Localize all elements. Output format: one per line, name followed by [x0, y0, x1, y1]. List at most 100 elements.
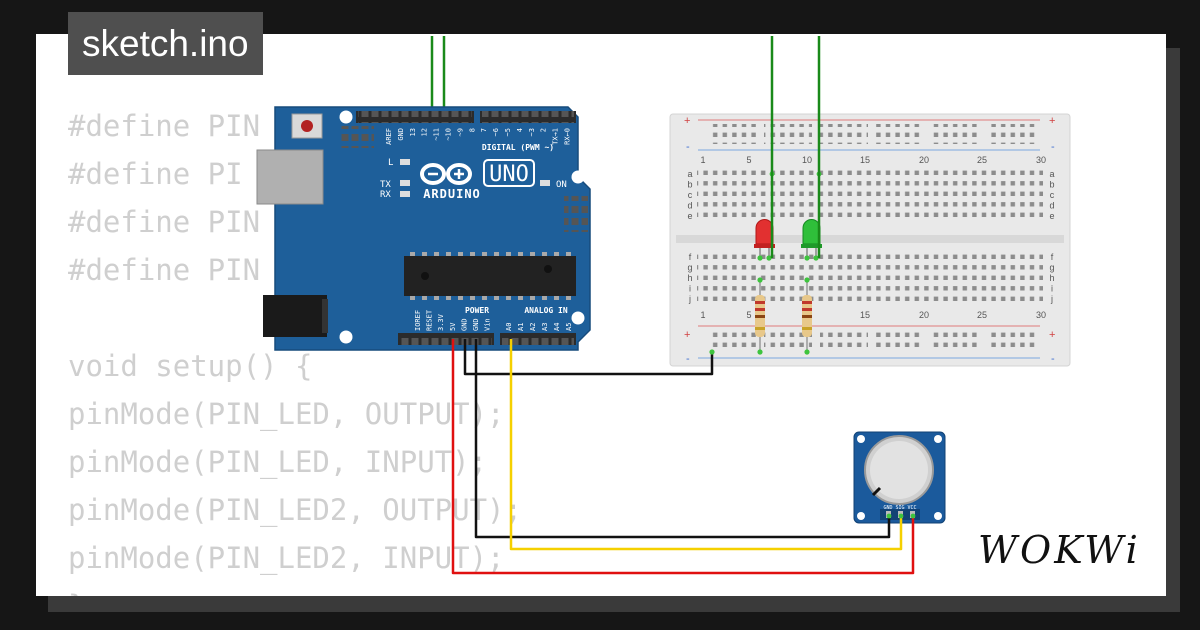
pin-label: 4 [516, 128, 524, 132]
breadboard-row-label: f [689, 252, 692, 262]
breadboard-row-label: e [687, 211, 692, 221]
breadboard-row-label: f [1051, 252, 1054, 262]
pin-label: RX←0 [564, 128, 572, 145]
code-line: #define PIN [68, 109, 261, 143]
arduino-logo [420, 163, 472, 185]
pin-label: Vin [484, 318, 492, 331]
pin-label: 12 [421, 128, 429, 136]
potentiometer[interactable]: GND SIG VCC [853, 431, 946, 524]
rail-plus-bottom-left: + [684, 329, 690, 341]
pin-label: 8 [468, 128, 476, 132]
arduino-uno[interactable]: UNO ARDUINO DIGITAL (PWM ~) ON L TX RX P… [256, 106, 591, 351]
breadboard-row-label: i [1051, 284, 1053, 294]
code-line: void setup() { [68, 349, 313, 383]
pin-label: 5V [449, 322, 457, 331]
code-line: #define PIN [68, 205, 261, 239]
pin-label: A2 [529, 323, 537, 331]
breadboard-row-label: i [689, 284, 691, 294]
breadboard-row-label: b [687, 180, 692, 190]
pin-label: A3 [541, 323, 549, 331]
breadboard-column-label: 20 [919, 155, 929, 165]
breadboard-row-label: h [1049, 273, 1054, 283]
resistor-2[interactable] [802, 280, 812, 352]
label-tx: TX [380, 180, 391, 190]
breadboard-row-label: c [688, 190, 693, 200]
pin-label: RESET [426, 309, 434, 331]
pin-label: 3.3V [437, 313, 445, 331]
code-line: } [68, 582, 522, 596]
label-digital: DIGITAL (PWM ~) [482, 143, 554, 152]
wire-black-gnd-breadboard [463, 339, 714, 376]
wire-red-5v [451, 339, 915, 575]
breadboard-column-label: 15 [860, 310, 870, 320]
rail-plus-bottom-right: + [1049, 329, 1055, 341]
pin-label: ~11 [433, 128, 441, 141]
rail-minus-bottom-right: - [1051, 353, 1055, 365]
pin-label: ~6 [492, 128, 500, 136]
code-line: #define PIN [68, 253, 261, 287]
pin-label: ~9 [456, 128, 464, 136]
breadboard-column-label: 25 [977, 155, 987, 165]
power-jack [263, 295, 327, 337]
breadboard-column-label: 30 [1036, 155, 1046, 165]
code-line: pinMode(PIN_LED, OUTPUT); [68, 397, 505, 431]
rail-plus-top-left: + [684, 115, 690, 127]
pin-label: ~3 [528, 128, 536, 136]
breadboard-row-label: e [1049, 211, 1054, 221]
board-logo-text: ARDUINO [423, 187, 481, 201]
pin-label: 13 [409, 128, 417, 136]
wire-yellow-signal [509, 339, 903, 551]
breadboard-column-label: 25 [977, 310, 987, 320]
breadboard-column-label: 30 [1036, 310, 1046, 320]
label-analog: ANALOG IN [524, 306, 568, 315]
pin-label: GND [397, 128, 405, 141]
label-power: POWER [465, 306, 489, 315]
label-on: ON [556, 180, 567, 190]
label-l: L [388, 158, 393, 168]
breadboard-row-label: g [687, 263, 692, 273]
pin-label: 2 [540, 128, 548, 132]
pin-label: AREF [385, 128, 393, 145]
breadboard-row-label: d [687, 201, 692, 211]
rail-minus-top-right: - [1051, 141, 1055, 153]
breadboard-row-label: d [1049, 201, 1054, 211]
breadboard-row-label: h [687, 273, 692, 283]
code-line: pinMode(PIN_LED, INPUT); [68, 445, 488, 479]
breadboard-column-label: 10 [802, 155, 812, 165]
pin-label: GND [472, 318, 480, 331]
breadboard: + + + + - - - - 115510101515202025253030… [669, 113, 1071, 367]
rail-plus-top-right: + [1049, 115, 1055, 127]
code-line: #define PI [68, 157, 243, 191]
pin-label: 7 [480, 128, 488, 132]
breadboard-column-label: 1 [700, 310, 705, 320]
breadboard-row-label: j [688, 294, 691, 304]
code-preview: #define PIN #define PI #define PIN #define … [68, 102, 522, 596]
breadboard-column-label: 1 [700, 155, 705, 165]
breadboard-row-label: a [687, 169, 692, 179]
board-model: UNO [489, 162, 529, 187]
pin-label: IOREF [414, 310, 422, 331]
pin-label: A1 [517, 323, 525, 331]
rail-minus-bottom-left: - [686, 353, 690, 365]
sketch-filename-tab[interactable]: sketch.ino [68, 12, 263, 75]
breadboard-row-label: c [1050, 190, 1055, 200]
pin-label: A4 [553, 323, 561, 331]
breadboard-column-label: 15 [860, 155, 870, 165]
breadboard-row-label: j [1050, 294, 1053, 304]
pin-label: A0 [505, 323, 513, 331]
breadboard-column-label: 20 [919, 310, 929, 320]
rail-minus-top-left: - [686, 141, 690, 153]
breadboard-column-label: 5 [746, 310, 751, 320]
pin-label: A5 [565, 323, 573, 331]
resistor-1[interactable] [755, 280, 765, 352]
wire-green-digital [430, 36, 821, 258]
wokwi-logo: WOKWi [978, 528, 1141, 572]
pin-label: TX→1 [552, 128, 560, 145]
label-rx: RX [380, 190, 391, 200]
breadboard-column-label: 5 [746, 155, 751, 165]
pin-label: ~10 [445, 128, 453, 141]
code-line: pinMode(PIN_LED2, INPUT); [68, 541, 505, 575]
pin-label: ~5 [504, 128, 512, 136]
breadboard-row-label: a [1049, 169, 1054, 179]
